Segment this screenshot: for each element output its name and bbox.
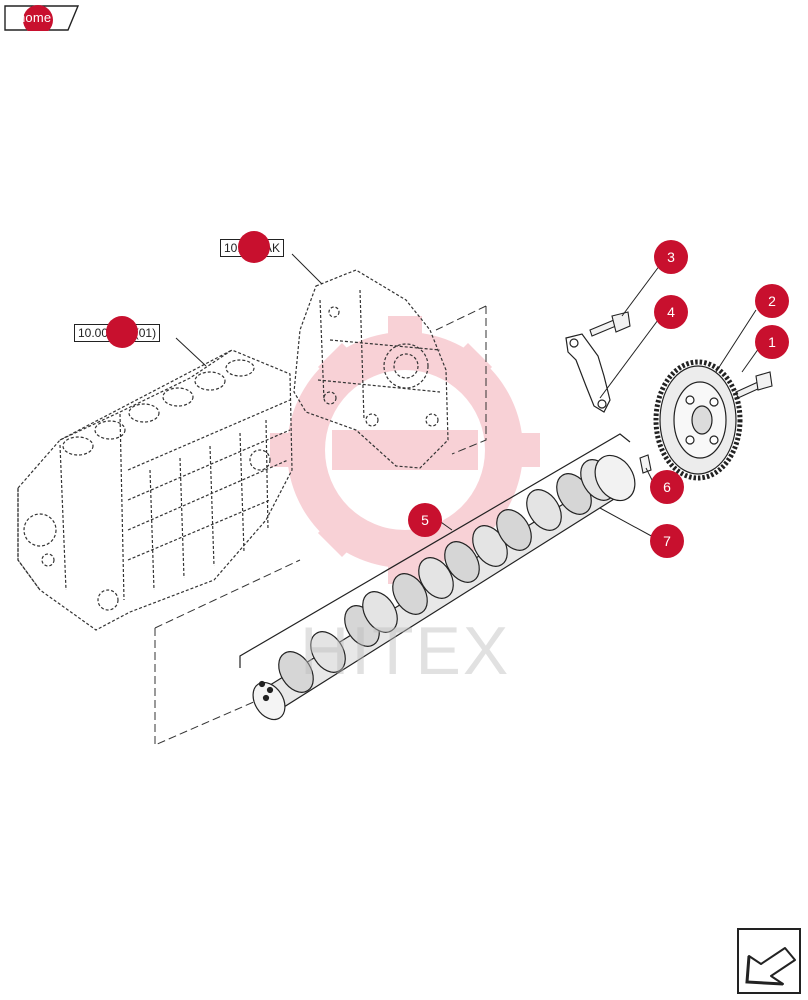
cam-gear xyxy=(653,359,743,481)
callout-1[interactable]: 1 xyxy=(755,325,789,359)
dowel-pin xyxy=(639,454,652,474)
reference-leaders xyxy=(175,253,323,367)
engine-block xyxy=(17,349,293,631)
callout-5[interactable]: 5 xyxy=(408,503,442,537)
plate-bolt xyxy=(589,311,631,337)
watermark-text: HITEX xyxy=(300,613,511,689)
watermark-logo xyxy=(270,316,540,584)
camshaft-bracket xyxy=(239,433,631,668)
home-tab-icon xyxy=(4,5,80,31)
ref-timing-case-link[interactable] xyxy=(238,231,270,263)
thrust-plate xyxy=(565,333,611,413)
timing-case xyxy=(293,269,449,469)
ref-engine-block-link[interactable] xyxy=(106,316,138,348)
gear-bolt xyxy=(735,371,773,399)
camshaft xyxy=(252,454,636,721)
callout-leaders xyxy=(437,264,760,539)
return-nav-button[interactable] xyxy=(737,928,801,994)
return-arrow-icon xyxy=(745,947,796,986)
callout-2[interactable]: 2 xyxy=(755,284,789,318)
callout-7[interactable]: 7 xyxy=(650,524,684,558)
home-label: home xyxy=(18,10,52,25)
callout-3[interactable]: 3 xyxy=(654,240,688,274)
callout-4[interactable]: 4 xyxy=(654,295,688,329)
home-tab[interactable]: home xyxy=(4,5,80,31)
callout-6[interactable]: 6 xyxy=(650,470,684,504)
